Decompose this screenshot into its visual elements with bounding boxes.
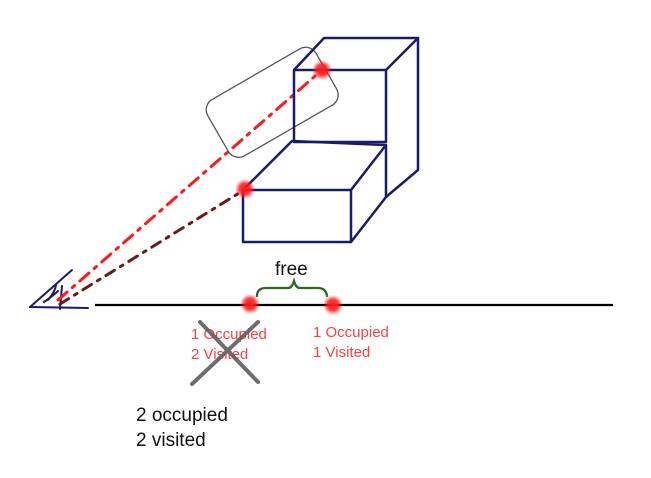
ground-point-left: [240, 294, 260, 314]
ray-lower: [58, 188, 246, 306]
lower-box: [241, 139, 388, 244]
hit-point-upper: [312, 60, 332, 80]
right-point-label-occupied: 1 Occupied: [313, 324, 389, 341]
upper-box: [292, 36, 420, 198]
ray-upper: [56, 68, 324, 302]
right-point-label-visited: 1 Visited: [313, 344, 370, 361]
result-label-occupied: 2 occupied: [136, 405, 228, 426]
left-point-label-occupied: 1 Occupied: [191, 326, 267, 343]
free-label: free: [275, 259, 308, 280]
result-label-visited: 2 visited: [136, 430, 206, 451]
ground-point-right: [323, 295, 343, 315]
free-brace: [255, 276, 329, 298]
cross-icon: [190, 320, 260, 386]
hit-point-lower: [235, 179, 255, 199]
